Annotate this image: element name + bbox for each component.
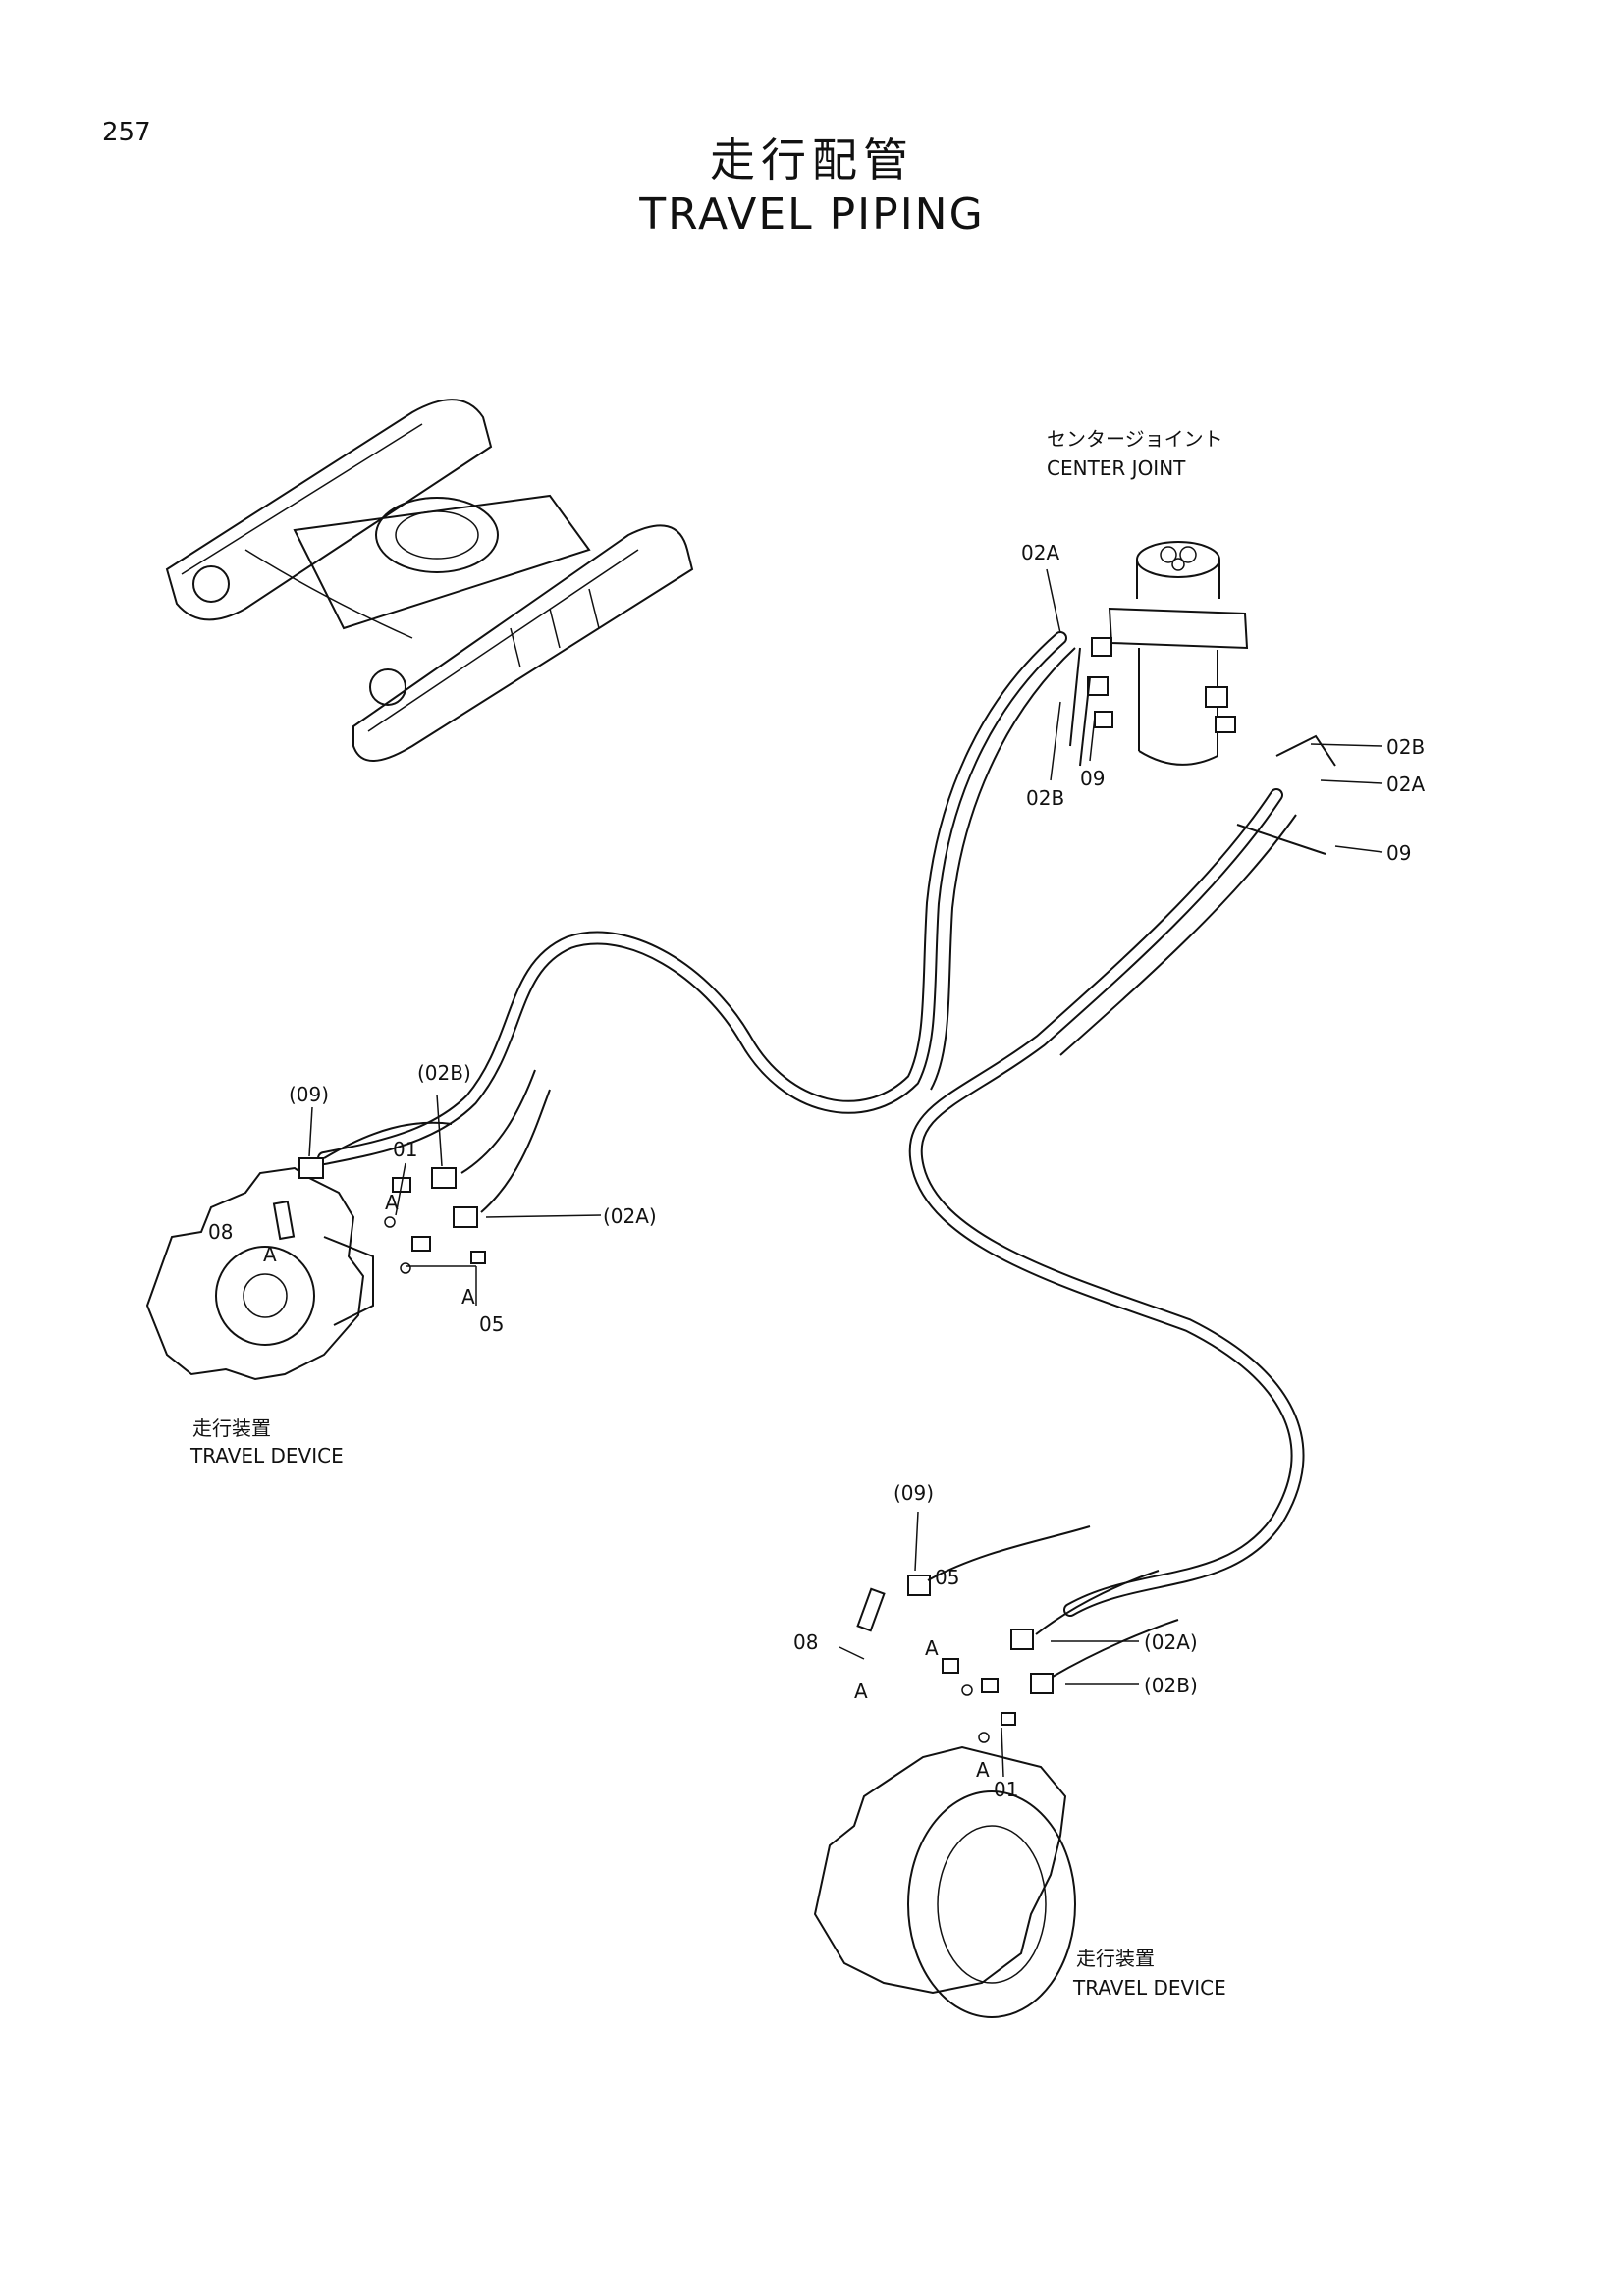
travel-device-right-label-en: TRAVEL DEVICE — [1072, 1976, 1226, 2000]
callout-A: A — [976, 1758, 990, 1782]
callout-A: A — [925, 1636, 939, 1660]
travel-device-left-label-en: TRAVEL DEVICE — [189, 1444, 344, 1468]
leader-lines — [308, 568, 1383, 1778]
left-travel-device-illustration — [145, 1069, 551, 1381]
callout-09: 09 — [1386, 841, 1411, 865]
center-joint-label-en: CENTER JOINT — [1047, 456, 1186, 480]
title-block: 走行配管 TRAVEL PIPING — [0, 132, 1624, 241]
callout-09-ref: (09) — [893, 1481, 934, 1505]
callout-05: 05 — [935, 1566, 959, 1589]
callout-02B-ref: (02B) — [1144, 1674, 1198, 1697]
callout-A: A — [854, 1680, 868, 1703]
callout-09: 09 — [1080, 767, 1105, 790]
callout-08: 08 — [208, 1220, 233, 1244]
travel-device-right-label-jp: 走行装置 — [1076, 1947, 1155, 1970]
callout-02A: 02A — [1386, 773, 1425, 796]
callout-01: 01 — [393, 1138, 417, 1161]
callout-A: A — [385, 1191, 399, 1214]
undercarriage-overview-illustration — [165, 399, 694, 762]
center-joint-label-jp: センタージョイント — [1047, 427, 1223, 451]
title-english: TRAVEL PIPING — [639, 189, 985, 240]
callout-02B: 02B — [1026, 786, 1064, 810]
title-japanese: 走行配管 — [710, 133, 914, 187]
callout-02B: 02B — [1386, 735, 1425, 759]
callout-02A-ref: (02A) — [1144, 1630, 1198, 1654]
callout-02B-ref: (02B) — [417, 1061, 471, 1085]
callout-01: 01 — [994, 1778, 1018, 1801]
callout-08: 08 — [793, 1630, 818, 1654]
callout-02A: 02A — [1021, 541, 1059, 564]
center-joint-illustration — [1087, 541, 1249, 766]
page-number: 257 — [102, 118, 151, 147]
callout-A: A — [263, 1243, 277, 1266]
callout-05: 05 — [479, 1312, 504, 1336]
callout-labels: 02A 02B 09 02B 02A 09 (09) (02B) 01 A 08… — [208, 541, 1425, 1801]
callout-02A-ref: (02A) — [603, 1204, 657, 1228]
right-travel-device-illustration — [813, 1525, 1179, 2018]
callout-A: A — [461, 1285, 475, 1308]
component-captions: センタージョイント CENTER JOINT 走行装置 TRAVEL DEVIC… — [189, 427, 1226, 2000]
callout-09-ref: (09) — [289, 1083, 329, 1106]
hose-bundle — [317, 631, 1336, 1617]
travel-device-left-label-jp: 走行装置 — [192, 1416, 271, 1440]
